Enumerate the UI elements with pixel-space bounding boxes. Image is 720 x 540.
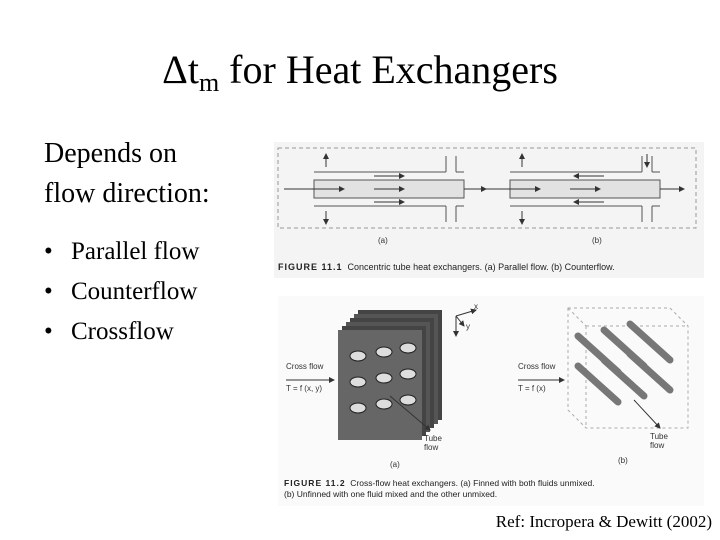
finned-stack bbox=[286, 310, 442, 440]
fig2-tube-a-line1: Tube bbox=[424, 434, 442, 443]
fig2-tube-a-line2: flow bbox=[424, 443, 439, 452]
figure-crossflow: x y Cross flow T = f (x, y) Cross flow T… bbox=[278, 296, 704, 506]
intro-line-2: flow direction: bbox=[44, 178, 210, 209]
parallel-flow-diagram bbox=[284, 153, 487, 225]
title-subscript: m bbox=[198, 68, 220, 97]
fig2-crossflow-b: Cross flow bbox=[518, 362, 556, 371]
title-text: for Heat Exchangers bbox=[219, 47, 558, 92]
fig1-caption: FIGURE 11.1 Concentric tube heat exchang… bbox=[278, 262, 615, 272]
intro-line-1: Depends on bbox=[44, 138, 177, 169]
xy-axes bbox=[453, 308, 477, 337]
concentric-tube-illustration bbox=[277, 147, 697, 229]
fig2-label-b: (b) bbox=[618, 456, 628, 465]
fig1-label-b: (b) bbox=[592, 236, 602, 245]
figure-concentric-tube: (a) (b) FIGURE 11.1 Concentric tube heat… bbox=[274, 142, 704, 278]
fig2-tube-b-line1: Tube bbox=[650, 432, 668, 441]
reference-citation: Ref: Incropera & Dewitt (2002) bbox=[495, 512, 712, 531]
fig2-axis-y: y bbox=[466, 322, 470, 331]
intro-text: Depends on flow direction: bbox=[44, 134, 210, 214]
fig2-caption-line1: Cross-flow heat exchangers. (a) Finned w… bbox=[350, 478, 595, 488]
fig2-crossflow-a: Cross flow bbox=[286, 362, 324, 371]
fig2-caption: FIGURE 11.2 Cross-flow heat exchangers. … bbox=[284, 478, 684, 500]
counterflow-diagram bbox=[480, 153, 685, 225]
fig2-label-a: (a) bbox=[390, 460, 400, 469]
fig1-caption-number: FIGURE 11.1 bbox=[278, 262, 343, 272]
slide-title: Δtm for Heat Exchangers bbox=[0, 44, 720, 96]
fig2-caption-number: FIGURE 11.2 bbox=[284, 478, 346, 488]
bullet-counterflow: Counterflow bbox=[44, 272, 199, 312]
fig2-crossflow-a-eq: T = f (x, y) bbox=[286, 384, 323, 393]
fig1-label-a: (a) bbox=[378, 236, 388, 245]
bullet-parallel-flow: Parallel flow bbox=[44, 232, 199, 272]
bullet-crossflow: Crossflow bbox=[44, 312, 199, 352]
fig2-caption-line2: (b) Unfinned with one fluid mixed and th… bbox=[284, 489, 498, 499]
crossflow-illustration bbox=[286, 307, 689, 440]
fig2-crossflow-b-eq: T = f (x) bbox=[518, 384, 546, 393]
unfinned-tube-bank bbox=[518, 307, 689, 429]
title-delta-t: Δt bbox=[162, 47, 199, 92]
fig2-axis-x: x bbox=[474, 302, 478, 311]
fig2-tube-b-line2: flow bbox=[650, 441, 665, 450]
fig1-caption-text: Concentric tube heat exchangers. (a) Par… bbox=[347, 262, 615, 272]
bullet-list: Parallel flow Counterflow Crossflow bbox=[44, 232, 199, 352]
